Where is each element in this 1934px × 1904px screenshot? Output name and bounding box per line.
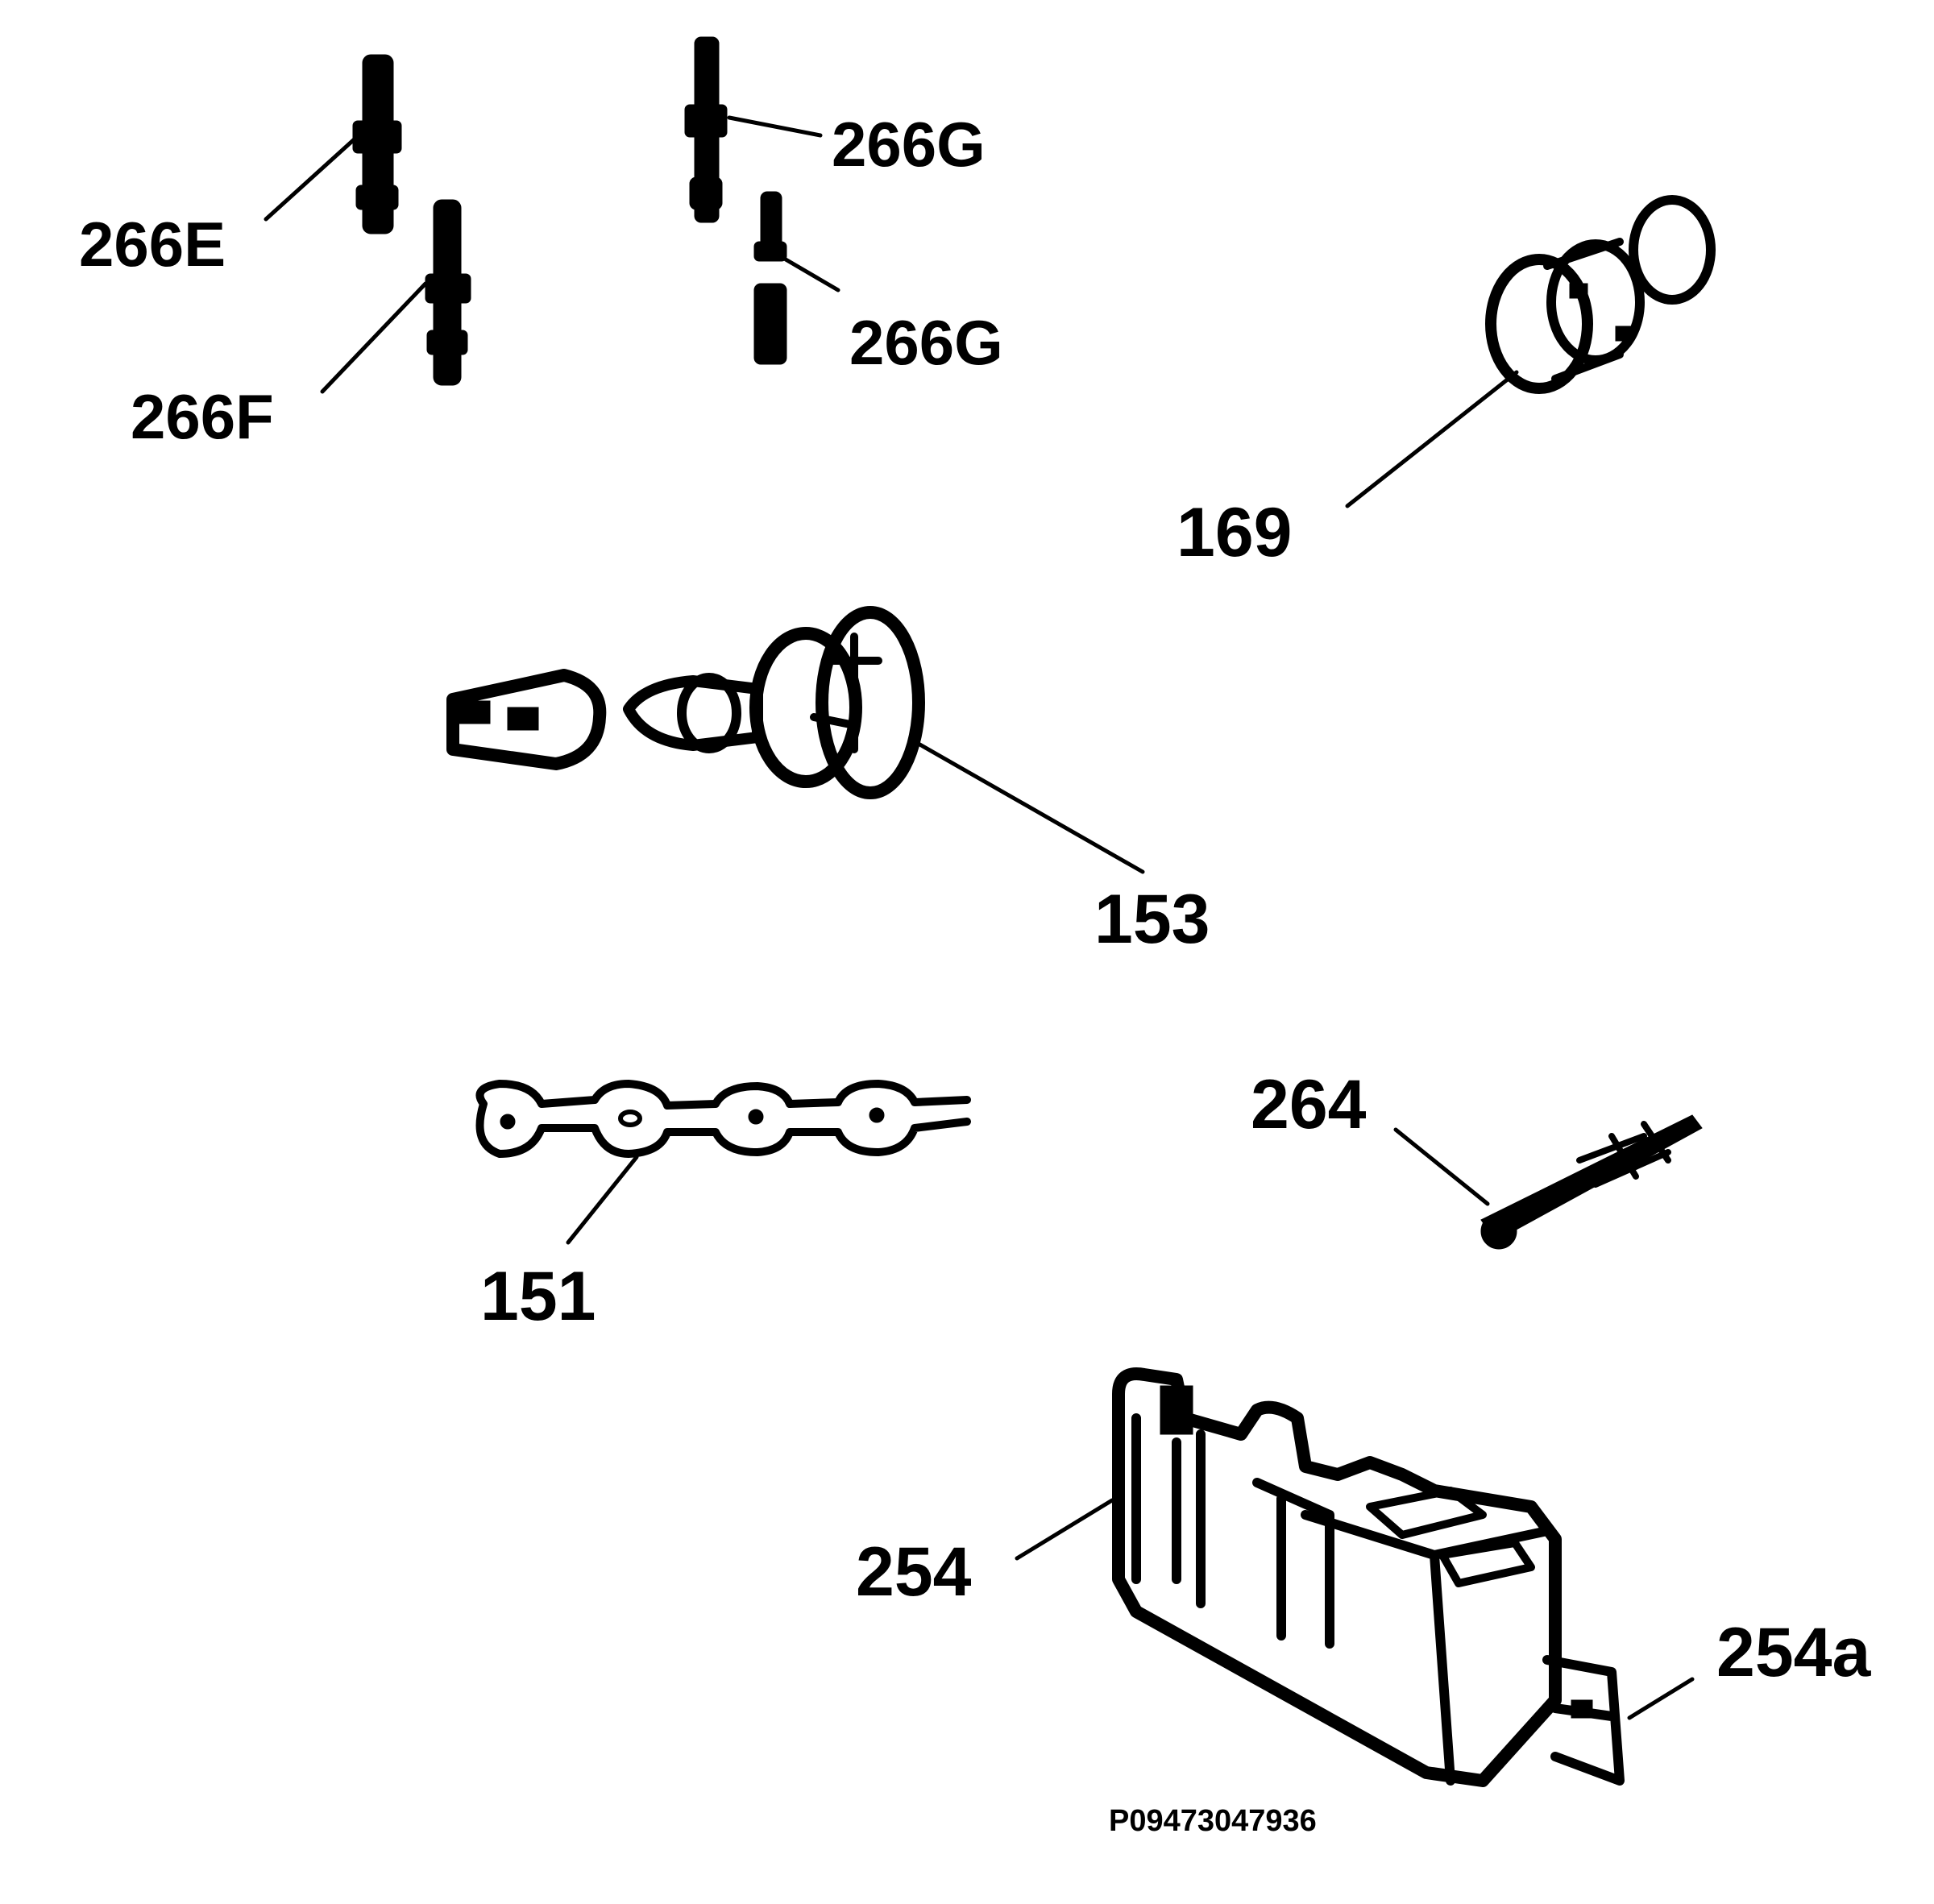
- label-266f: 266F: [131, 381, 274, 452]
- label-151: 151: [480, 1258, 596, 1335]
- label-264: 264: [1251, 1066, 1367, 1143]
- label-254a: 254a: [1716, 1614, 1871, 1691]
- label-254: 254: [856, 1533, 972, 1611]
- part-266f: [320, 199, 471, 394]
- drawing-code: P09473047936: [1109, 1804, 1317, 1838]
- label-266g-bottom: 266G: [849, 307, 1003, 378]
- label-266g-top: 266G: [832, 109, 986, 180]
- label-153: 153: [1094, 881, 1210, 958]
- part-151: [475, 1080, 971, 1245]
- part-266g-bottom: [753, 191, 840, 365]
- part-254a: [1542, 1655, 1695, 1786]
- label-266e: 266E: [79, 209, 226, 280]
- part-153: [446, 606, 1145, 874]
- part-169: [1345, 195, 1716, 508]
- label-169: 169: [1177, 494, 1293, 571]
- part-254: [1015, 1367, 1562, 1787]
- part-264: [1393, 1114, 1703, 1250]
- part-266e: [264, 54, 402, 234]
- part-266g-top: [684, 36, 823, 223]
